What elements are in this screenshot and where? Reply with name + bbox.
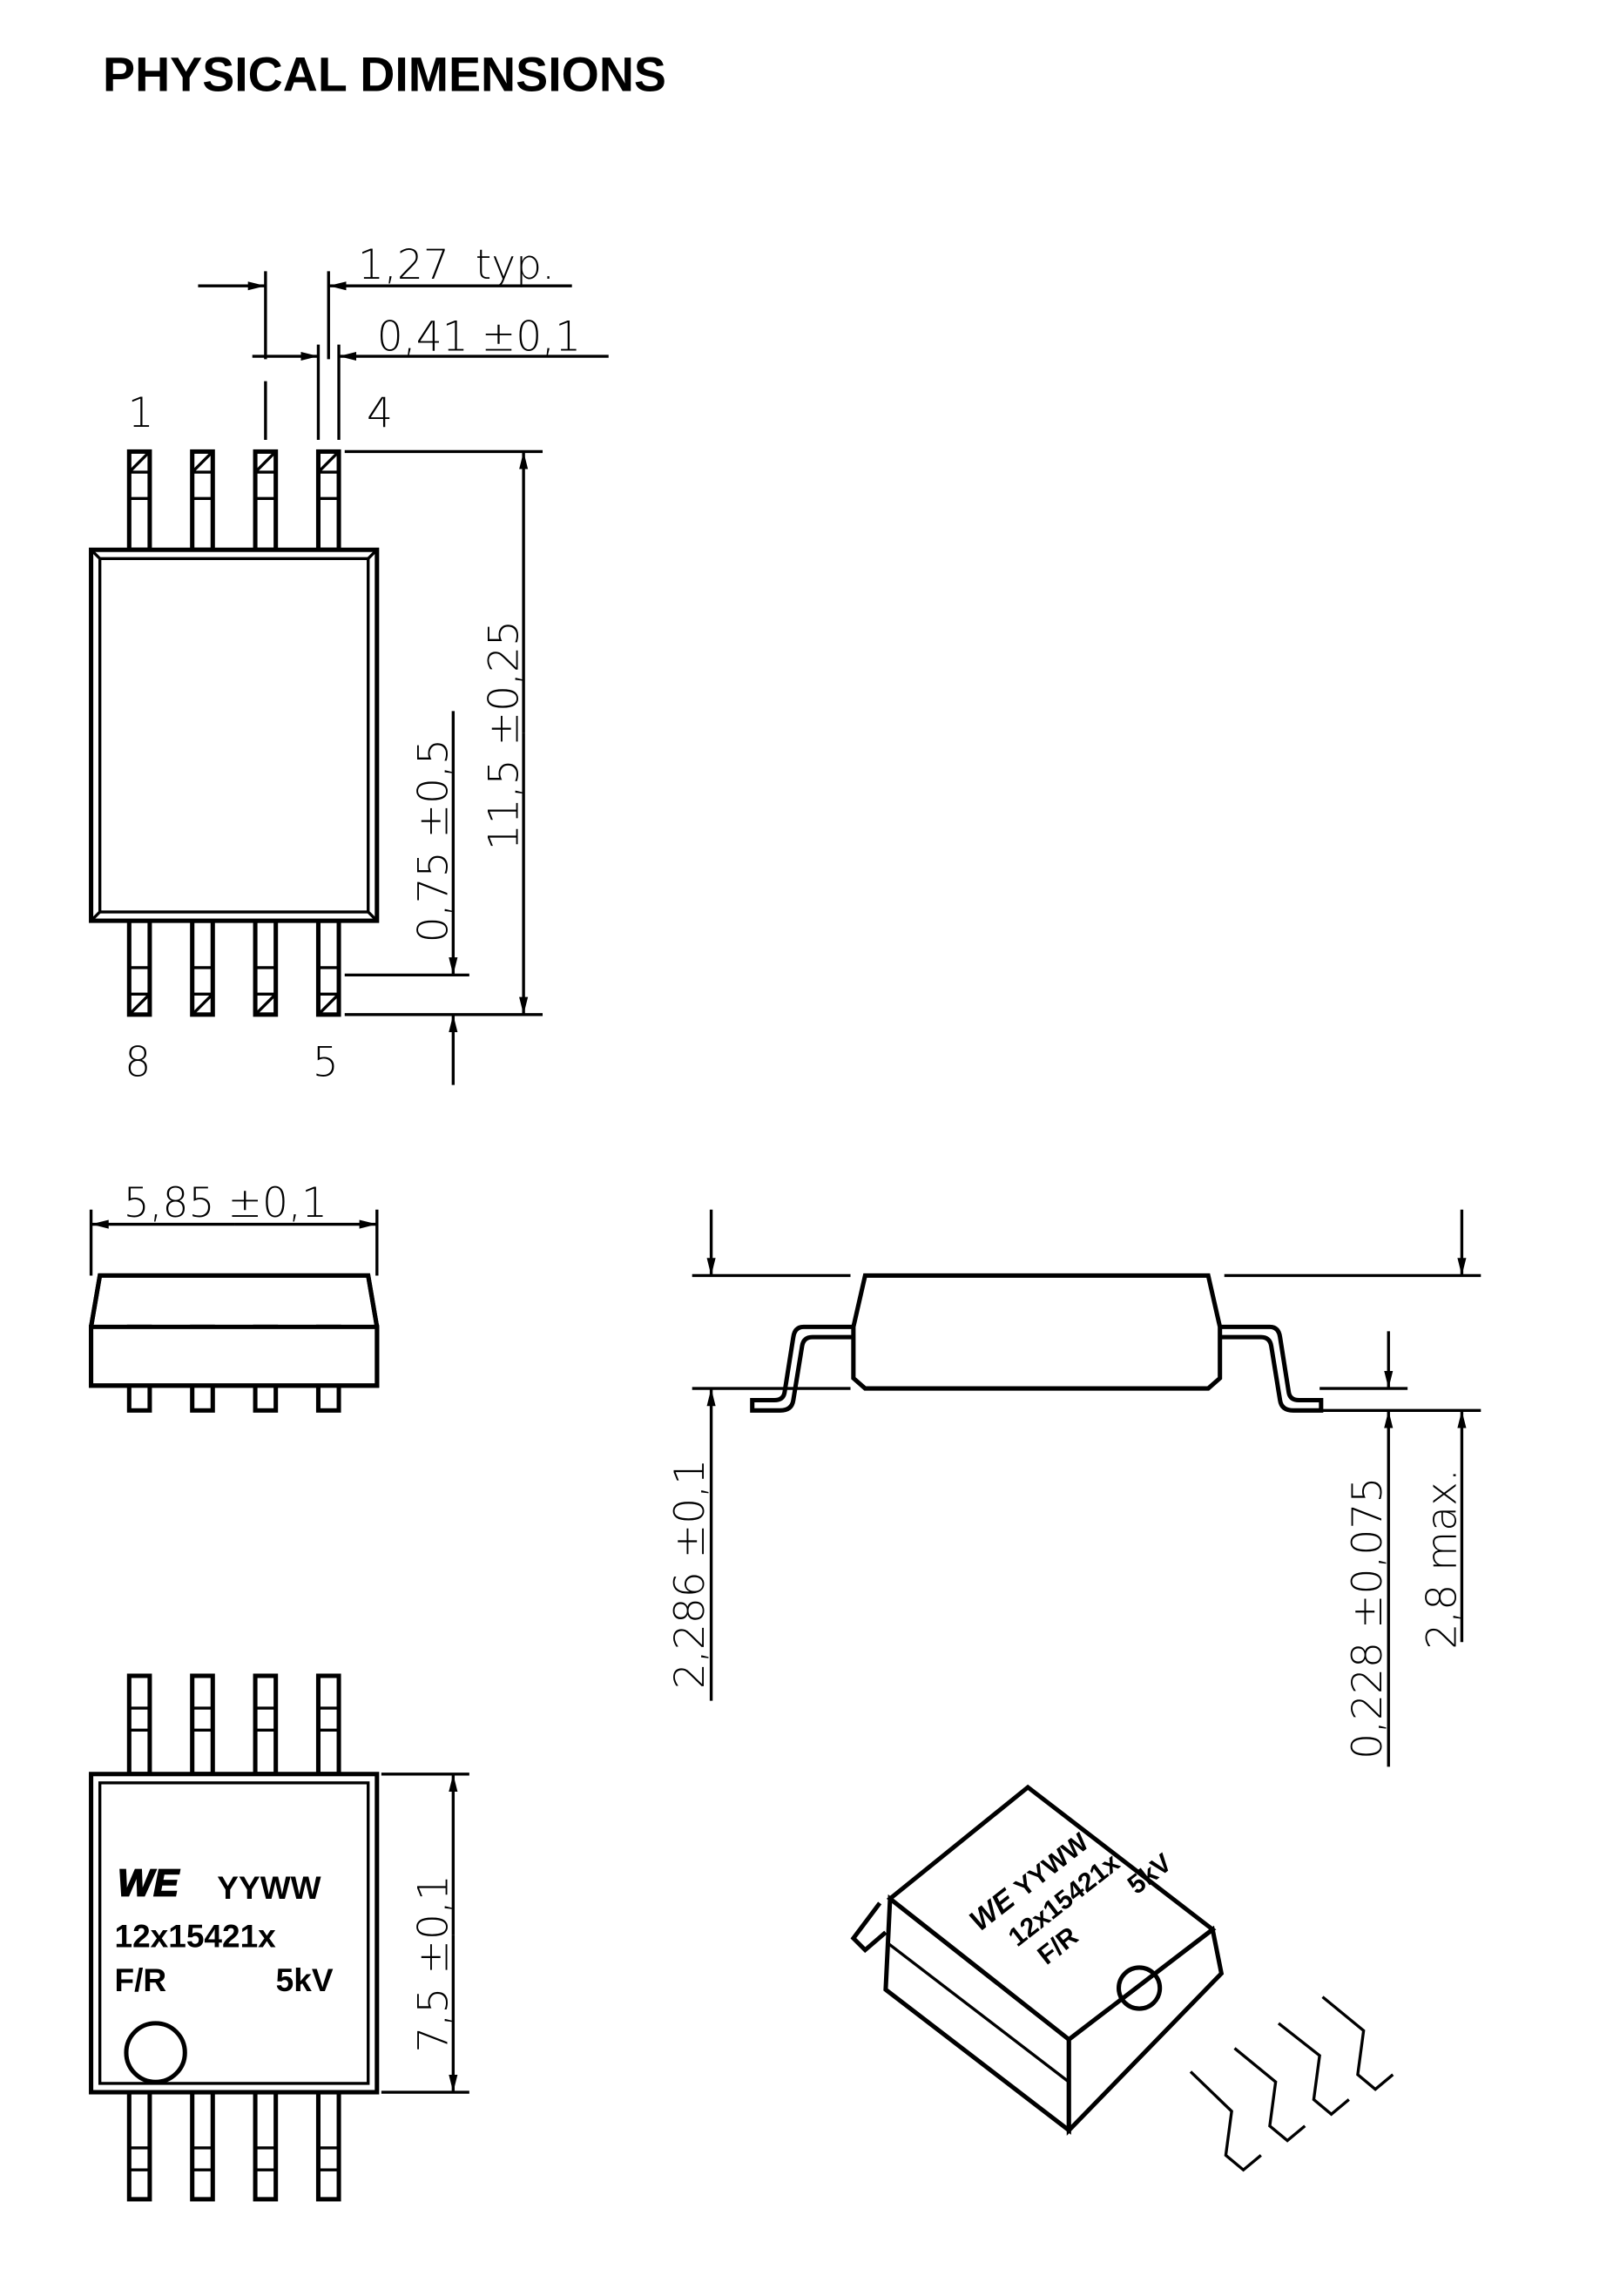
marking-date: YYWW (217, 1869, 321, 1906)
marking-type: F/R (114, 1962, 166, 1998)
isometric-view: WE YYWW 12x15421x F/R 5kV (850, 1784, 1394, 2172)
marking-voltage: 5kV (276, 1962, 334, 1998)
page-title: PHYSICAL DIMENSIONS (103, 47, 666, 101)
marking-part: 12x15421x (114, 1917, 276, 1954)
pin1-marker (124, 2021, 187, 2084)
body-width-label: 7,5 ±0,1 (410, 1874, 458, 2052)
max-height-label: 2,8 max. (1419, 1469, 1467, 1650)
bottom-view: WE YYWW 12x15421x F/R 5kV 7,5 ±0,1 (89, 1673, 469, 2202)
pin-1-label: 1 (128, 389, 154, 437)
marking-logo: WE (118, 1861, 180, 1904)
body-height-label: 2,286 ±0,1 (666, 1459, 714, 1689)
top-view: 1,27 typ. 0,41 ±0,1 1 4 8 5 11,5 ±0,25 0… (89, 241, 609, 1087)
length-label: 11,5 ±0,25 (480, 620, 528, 850)
standoff-label: 0,228 ±0,075 (1344, 1477, 1392, 1759)
front-view: 5,85 ±0,1 (89, 1179, 380, 1413)
lead-length-label: 0,75 ±0,5 (410, 739, 458, 942)
pin-width-label: 0,41 ±0,1 (377, 313, 581, 361)
iso-pin1-marker (1117, 1965, 1163, 2011)
side-view: 2,286 ±0,1 2,8 max. 0,228 ±0,075 (666, 1209, 1481, 1767)
package-body (89, 547, 380, 923)
pin-pitch-label: 1,27 typ. (358, 241, 555, 289)
width-label: 5,85 ±0,1 (124, 1179, 327, 1227)
pin-4-label: 4 (367, 389, 393, 437)
pin-8-label: 8 (125, 1039, 151, 1087)
pin-5-label: 5 (313, 1039, 339, 1087)
